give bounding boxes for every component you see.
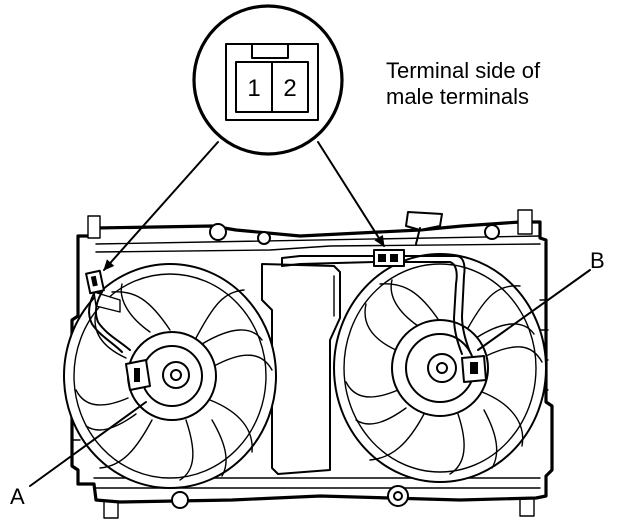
- harness-b: [281, 255, 471, 355]
- fan-b: [333, 253, 547, 483]
- harness-a: [88, 289, 131, 353]
- connector-callout: 1 2: [192, 4, 344, 156]
- fan-a-blades: [75, 283, 273, 481]
- center-panel: [261, 263, 341, 475]
- label-b-leader: [477, 269, 591, 351]
- fan-a-label: A: [10, 484, 25, 509]
- label-a-leader: [29, 401, 147, 487]
- connector-b: [373, 249, 405, 267]
- pin-2-label: 2: [283, 75, 296, 102]
- connector-caption-line2: male terminals: [386, 84, 529, 109]
- fan-b-label: B: [590, 248, 605, 273]
- connector-caption-line1: Terminal side of: [386, 58, 541, 83]
- callout-arrows: [103, 141, 385, 271]
- pin-1-label: 1: [247, 75, 260, 102]
- fan-b-blades: [345, 279, 543, 475]
- connector-a: [85, 269, 105, 295]
- fan-a: [63, 263, 277, 489]
- connector-face: [225, 43, 319, 121]
